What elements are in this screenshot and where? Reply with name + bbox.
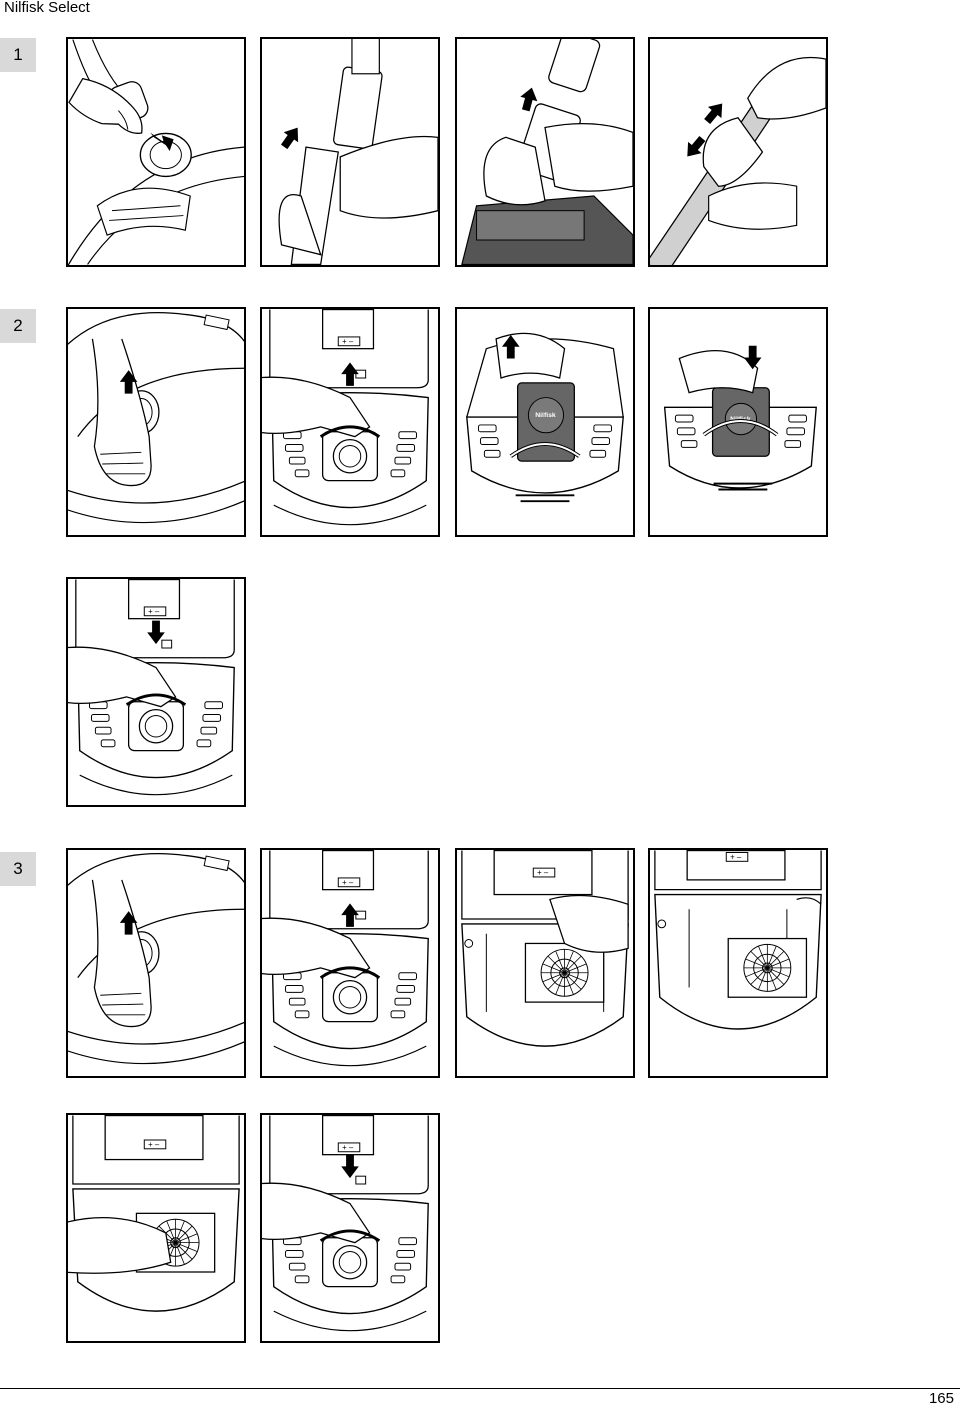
step-2-figure-4: Nilfisk <box>648 307 828 537</box>
step-3-figure-1 <box>66 848 246 1078</box>
step-2-figure-5 <box>66 577 246 807</box>
step-1-figure-2 <box>260 37 440 267</box>
svg-text:+ –: + – <box>537 868 549 877</box>
step-1-figure-3 <box>455 37 635 267</box>
step-3-figure-5: + – <box>66 1113 246 1343</box>
step-2-figure-1 <box>66 307 246 537</box>
step-3-figure-4: + – <box>648 848 828 1078</box>
svg-text:+ –: + – <box>730 852 742 861</box>
step-1-badge: 1 <box>0 38 36 72</box>
svg-text:+ –: + – <box>148 1140 160 1149</box>
bag-brand-label: Nilfisk <box>535 412 556 419</box>
step-3-badge: 3 <box>0 852 36 886</box>
footer-rule <box>0 1388 960 1389</box>
step-3-figure-2 <box>260 848 440 1078</box>
step-2-figure-2 <box>260 307 440 537</box>
step-1-figure-1 <box>66 37 246 267</box>
document-header-title: Nilfisk Select <box>4 0 90 16</box>
step-2-badge: 2 <box>0 309 36 343</box>
step-1-figure-4 <box>648 37 828 267</box>
page-number: 165 <box>928 1390 954 1407</box>
step-2-figure-3: Nilfisk <box>455 307 635 537</box>
step-3-figure-6 <box>260 1113 440 1343</box>
step-3-figure-3: + – <box>455 848 635 1078</box>
